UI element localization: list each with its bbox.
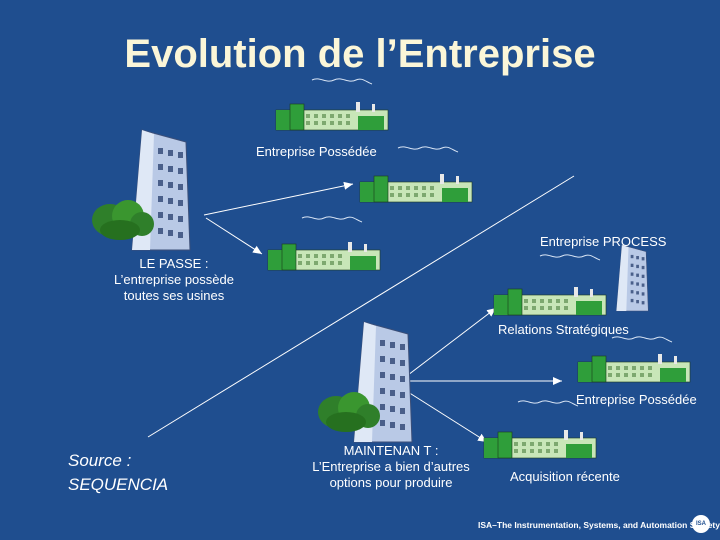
smoke-icon [539, 254, 601, 261]
now-line-2: L’Entreprise a bien d’autres [312, 459, 470, 474]
arrow-to-relations [407, 307, 497, 376]
smoke-icon [397, 146, 459, 153]
smoke-icon [517, 400, 579, 407]
isa-logo-icon: ISA [692, 515, 710, 533]
label-acquisition: Acquisition récente [510, 469, 620, 484]
label-now: MAINTENAN T : L’Entreprise a bien d’autr… [296, 443, 486, 491]
arrow-to-owned-top [203, 181, 354, 216]
footer-org: ISA–The Instrumentation, Systems, and Au… [478, 520, 720, 530]
now-line-1: MAINTENAN T : [343, 443, 439, 458]
label-process: Entreprise PROCESS [540, 234, 667, 249]
page-title: Evolution de l’Entreprise [124, 32, 596, 76]
factory-icon-past [267, 241, 381, 271]
arrow-to-past-factory [205, 217, 263, 255]
label-past: LE PASSE : L’entreprise possède toutes s… [104, 256, 244, 304]
factory-icon-top [275, 101, 389, 131]
label-owned-top: Entreprise Possédée [256, 144, 377, 159]
source-line-1: Source : [68, 451, 132, 470]
factory-icon-process [493, 286, 607, 316]
smoke-icon [311, 78, 373, 85]
label-relations: Relations Stratégiques [498, 322, 629, 337]
past-line-3: toutes ses usines [123, 288, 225, 303]
factory-icon-relations [577, 353, 691, 383]
source-line-2: SEQUENCIA [68, 475, 169, 494]
factory-icon-acquisition [483, 429, 597, 459]
diagonal-divider [147, 175, 575, 438]
source-note: Source : SEQUENCIA [68, 449, 168, 497]
past-line-2: L’entreprise possède [114, 272, 234, 287]
label-owned-bottom: Entreprise Possédée [576, 392, 697, 407]
factory-icon-owned [359, 173, 473, 203]
past-line-1: LE PASSE : [139, 256, 209, 271]
process-office-tower-icon [616, 244, 649, 312]
smoke-icon [301, 216, 363, 223]
now-line-3: options pour produire [329, 475, 453, 490]
arrow-to-acquisition [407, 391, 488, 443]
